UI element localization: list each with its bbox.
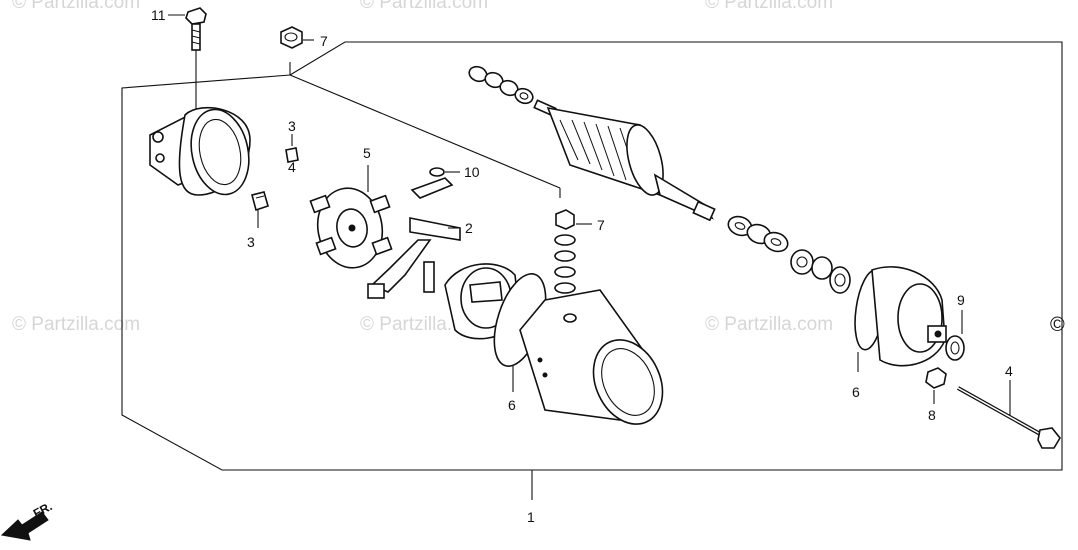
watermark: © Partzilla.com — [705, 314, 833, 335]
callout-8: 8 — [928, 407, 936, 423]
part-3-clip — [251, 191, 269, 212]
copyright-symbol: © — [1050, 314, 1065, 336]
part-4-through-bolt — [957, 386, 1061, 449]
part-2-brush-set — [367, 217, 461, 299]
part-9-washer-hole — [950, 341, 960, 355]
part-7-nut-stack — [554, 209, 576, 294]
watermark: © Partzilla.com — [12, 314, 140, 335]
callout-6: 6 — [852, 384, 860, 400]
part-5-brush-holder — [309, 187, 393, 269]
front-housing — [149, 107, 251, 196]
callout-6: 6 — [508, 397, 516, 413]
part-7-nut — [280, 26, 303, 49]
callout-2: 2 — [465, 220, 473, 236]
watermark: © Partzilla.com — [12, 0, 140, 13]
part-8-nut — [925, 367, 947, 389]
part-3-clip — [285, 147, 299, 163]
part-10-washer — [410, 167, 454, 199]
part-9-washer — [945, 335, 965, 361]
armature-rear-washers — [727, 215, 789, 253]
watermark: © Partzilla.com — [705, 0, 833, 13]
callout-5: 5 — [363, 145, 371, 161]
callout-3: 3 — [247, 234, 255, 250]
armature-thrust-washers — [468, 65, 534, 105]
front-direction-arrow — [0, 511, 49, 541]
armature — [533, 99, 716, 222]
leader-line — [289, 74, 561, 189]
callout-11: 11 — [151, 7, 166, 23]
callout-10: 10 — [464, 164, 480, 180]
callout-7: 7 — [320, 33, 328, 49]
callout-1: 1 — [527, 509, 535, 525]
part-11-bolt — [185, 7, 207, 51]
assembly-outline — [121, 41, 1063, 471]
callout-7: 7 — [597, 217, 605, 233]
gear-housing — [871, 266, 947, 367]
yoke-motor-case — [519, 289, 664, 425]
callout-3: 3 — [288, 118, 296, 134]
watermark: © Partzilla.com — [360, 0, 488, 13]
callout-4: 4 — [1005, 363, 1013, 379]
gear-bearing-set — [790, 249, 851, 294]
callout-4: 4 — [288, 159, 296, 175]
callout-9: 9 — [957, 292, 965, 308]
